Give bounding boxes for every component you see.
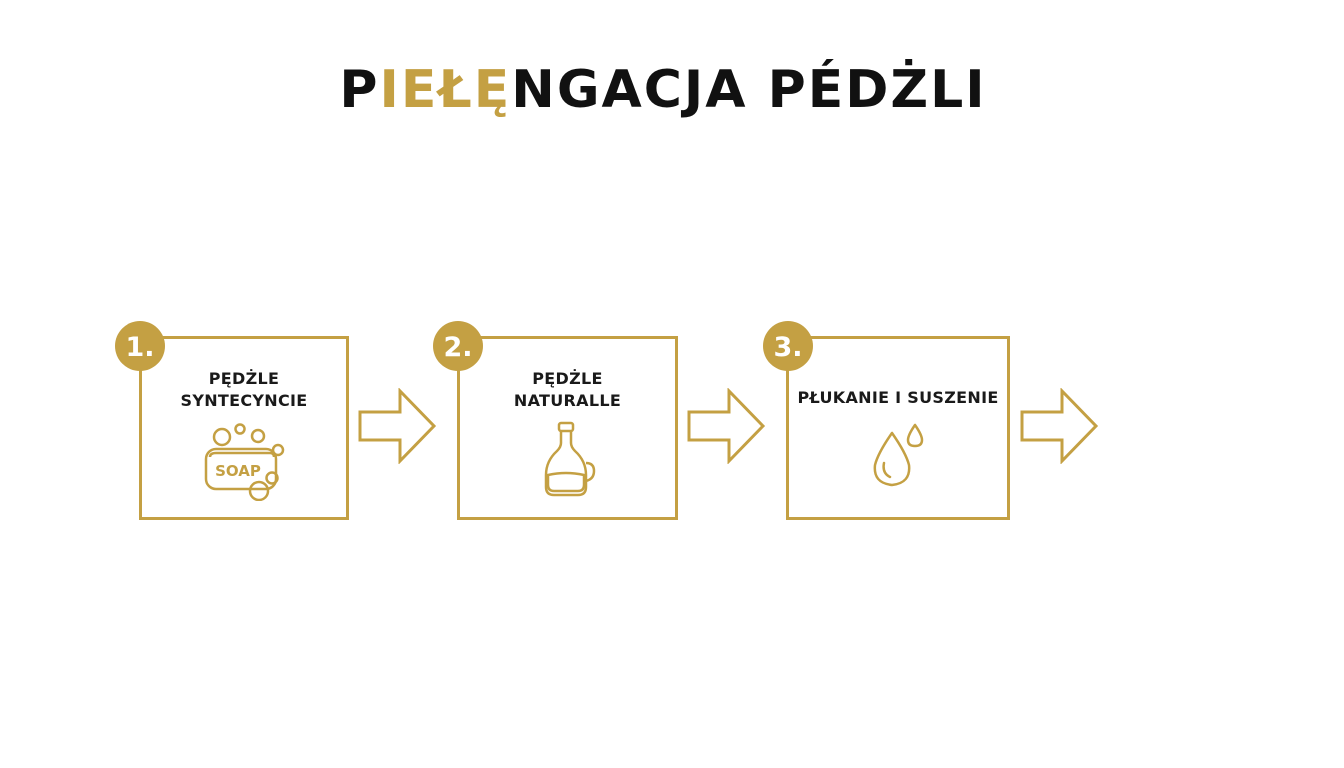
step-3-box: PŁUKANIE I SUSZENIE: [786, 336, 1010, 520]
step-1-label-line-2: SYNTECYNCIE: [180, 391, 308, 410]
title-part-2: IEŁĘ: [379, 60, 512, 120]
step-1-label-line-1: PĘDŻLE: [208, 369, 280, 388]
step-2-label-line-1: PĘDŻLE: [532, 369, 603, 388]
step-1-badge: 1.: [115, 321, 165, 371]
step-3-badge: 3.: [763, 321, 813, 371]
step-3-label-line-1: PŁUKANIE I SUSZENIE: [797, 388, 999, 407]
step-3-label: PŁUKANIE I SUSZENIE: [789, 387, 1007, 409]
title-part-1: P: [339, 60, 380, 120]
arrow-right-icon: [687, 388, 766, 464]
step-2-label-line-2: NATURALLE: [513, 391, 622, 410]
step-2-box: PĘDŻLE NATURALLE: [457, 336, 678, 520]
arrow-right-icon: [358, 388, 437, 464]
page-title: PIEŁĘNGACJA PÉDŻLI: [0, 60, 1326, 120]
step-2-badge: 2.: [433, 321, 483, 371]
step-1-label: PĘDŻLE SYNTECYNCIE: [142, 368, 346, 412]
water-drops-icon: [873, 423, 924, 487]
oil-bottle-icon: [544, 421, 595, 497]
step-2-label: PĘDŻLE NATURALLE: [460, 368, 675, 412]
step-1-box: PĘDŻLE SYNTECYNCIE SOAP: [139, 336, 349, 520]
title-part-3: NGACJA PÉDŻLI: [511, 60, 987, 120]
soap-icon: SOAP: [204, 423, 285, 501]
soap-icon-text: SOAP: [215, 462, 261, 480]
arrow-right-icon: [1020, 388, 1099, 464]
